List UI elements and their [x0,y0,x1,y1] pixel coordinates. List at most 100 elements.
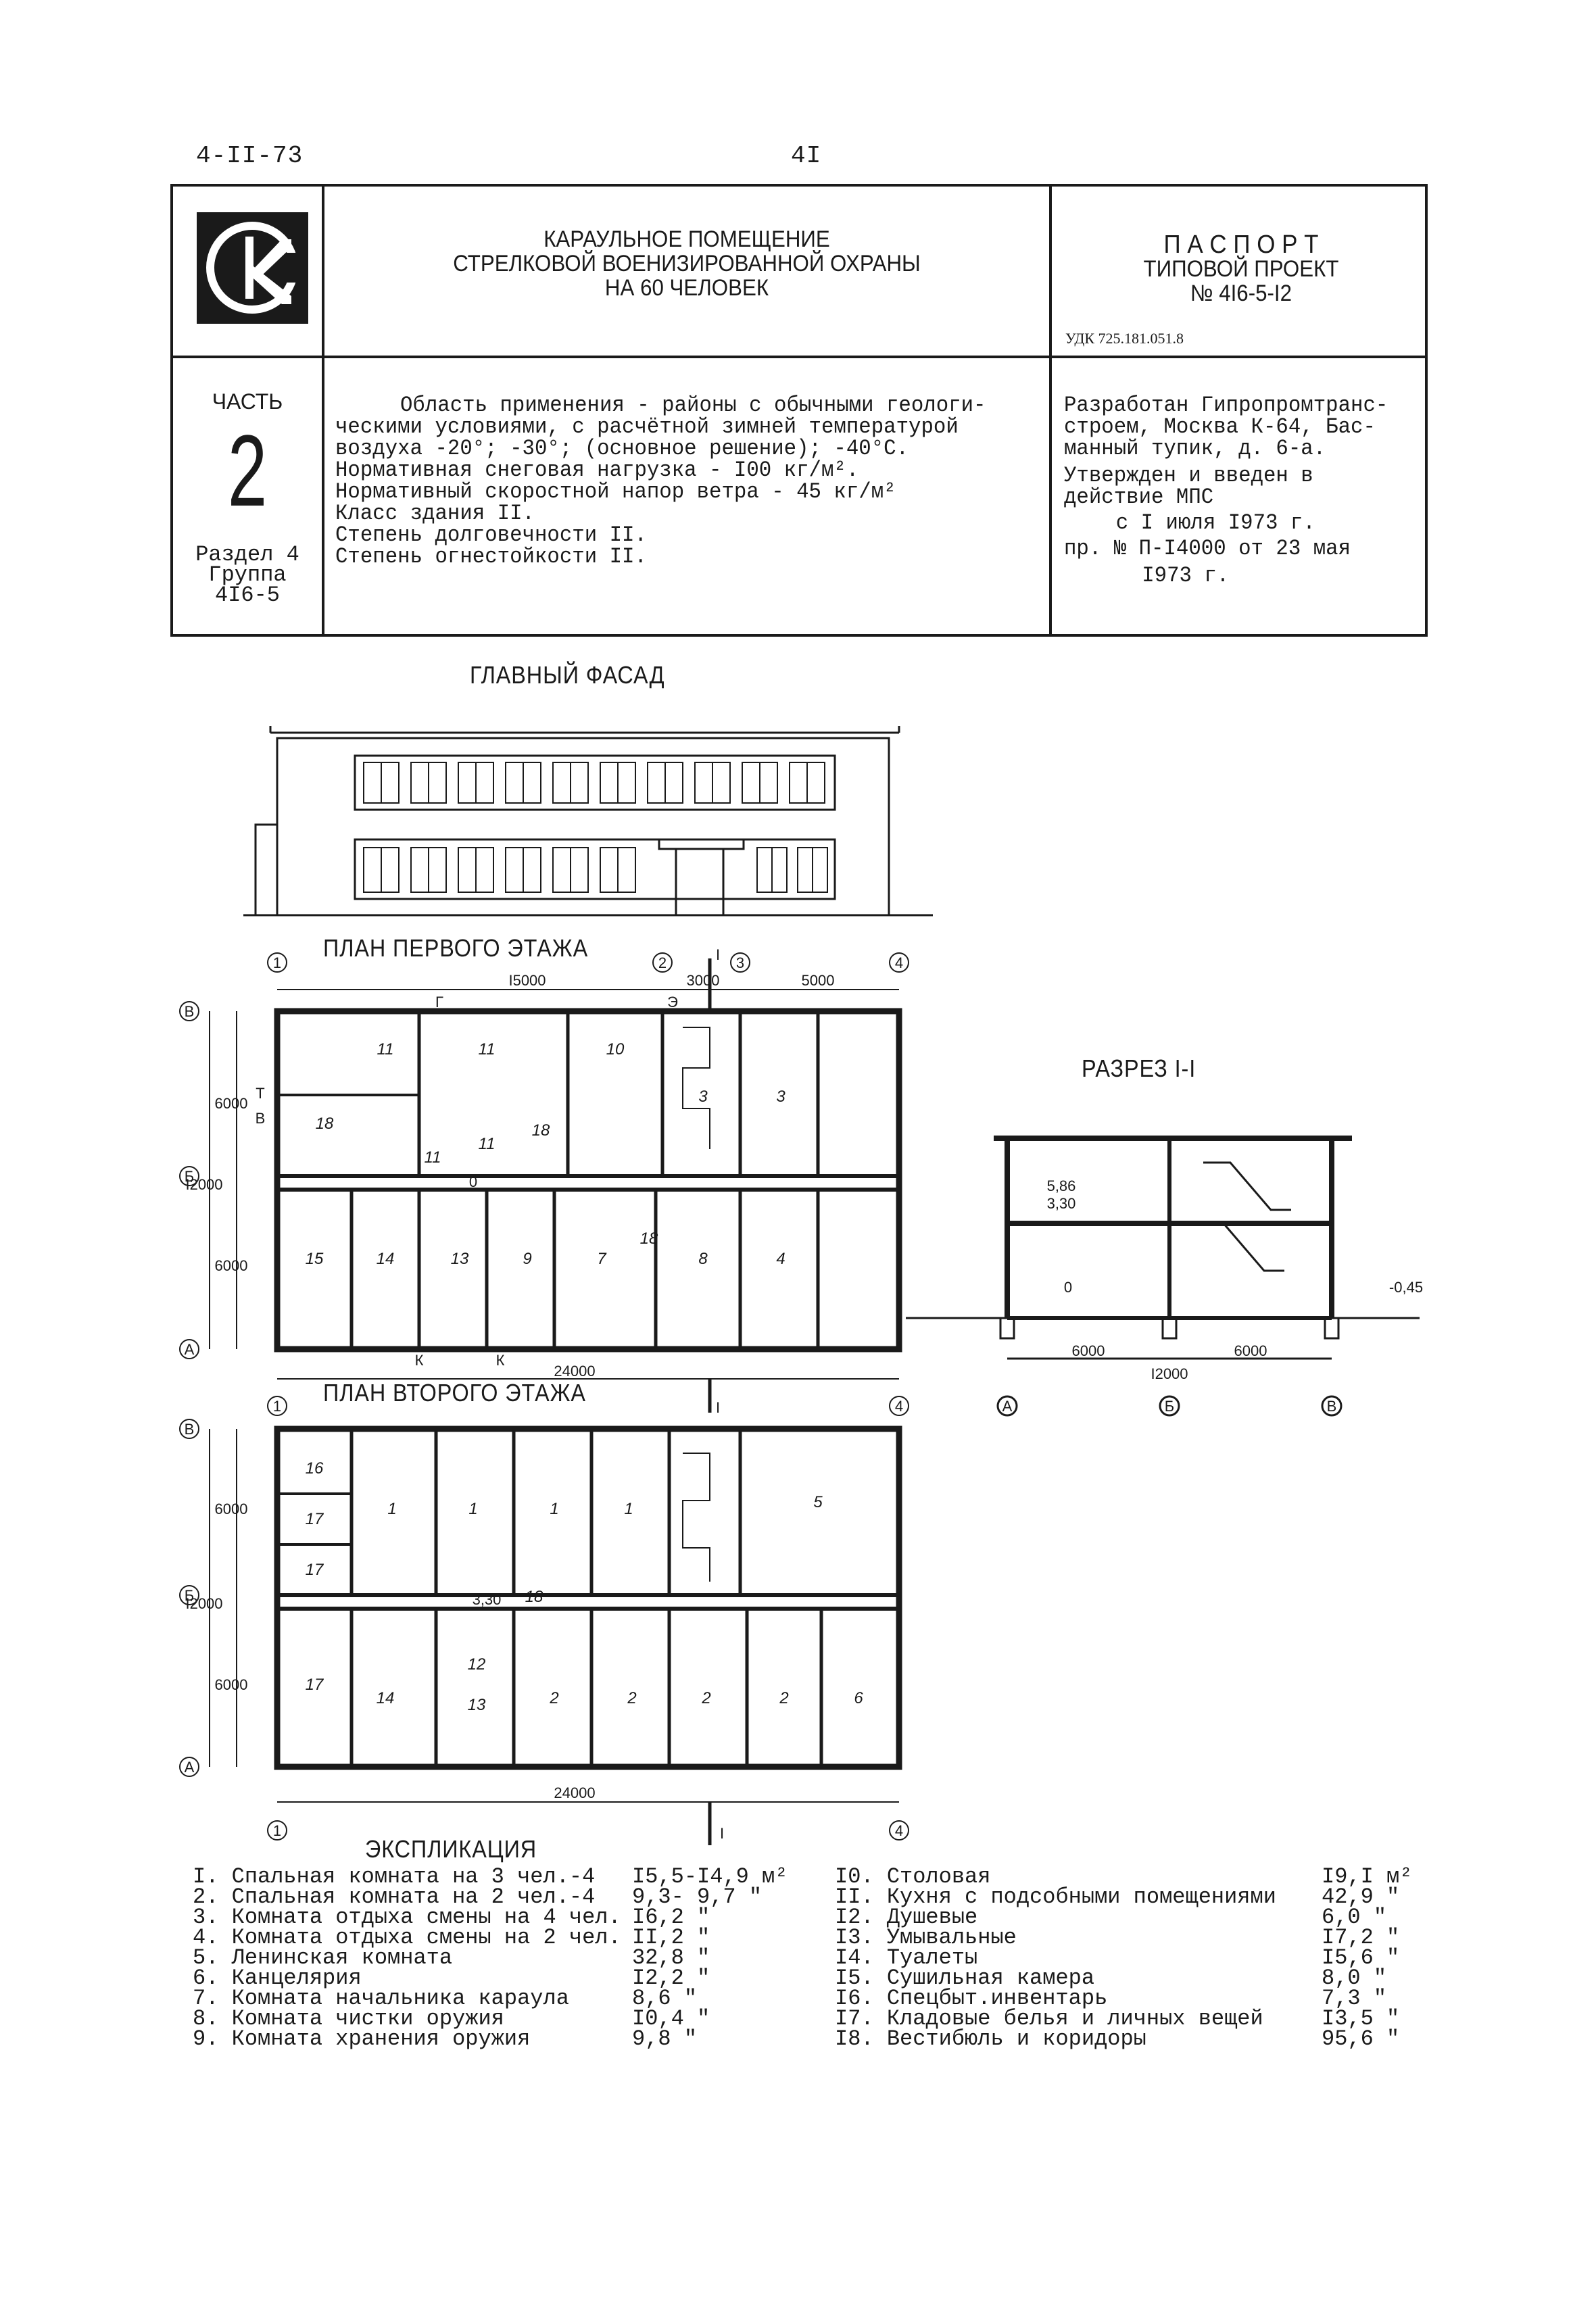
dim-label: 24000 [554,1784,595,1801]
passport-line: П А С П О Р Т [1163,230,1319,259]
room-number: 11 [425,1148,441,1167]
scope-line: Нормативная снеговая нагрузка - I00 кг/м… [335,458,859,483]
dim-label: I2000 [185,1176,222,1193]
part-label: ЧАСТЬ [212,389,283,414]
axis-label: Б [1165,1398,1174,1415]
axis-label: 1 [273,1822,281,1839]
room-area: I2,2 " [632,1966,710,1991]
room-area: I7,2 " [1322,1925,1400,1950]
axis-label: А [1002,1398,1013,1415]
developer-text: Разработан Гипропромтранс- строем, Москв… [1064,395,1414,587]
scope-line: Нормативный скоростной напор ветра - 45 … [335,479,896,504]
plan2-title: ПЛАН ВТОРОГО ЭТАЖА [323,1379,586,1407]
room-number: 18 [316,1115,334,1133]
axis-label: 1 [273,1398,281,1415]
page-number: 4I [791,142,822,170]
room-number: 4 [776,1250,785,1268]
room-name: II. Кухня с подсобными помещениями [835,1884,1276,1909]
room-name: I0. Столовая [835,1864,991,1889]
explication-title: ЭКСПЛИКАЦИЯ [365,1835,537,1863]
level-mark: 5,86 [1047,1177,1076,1194]
dim-label: I2000 [1151,1365,1188,1382]
marker: Э [667,994,678,1010]
axis-label: 4 [895,954,903,971]
room-number: 8 [698,1250,708,1268]
room-name: I2. Душевые [835,1905,978,1930]
dev-line: строем, Москва К-64, Бас- [1064,414,1376,439]
marker: К [415,1352,424,1369]
room-number: 3 [776,1088,785,1106]
dim-label: 5000 [802,972,835,989]
scope-line: ческими условиями, с расчётной зимней те… [335,414,959,439]
logo-emblem [197,212,312,324]
room-area: 95,6 " [1322,2026,1400,2051]
room-area: 32,8 " [632,1945,710,1970]
room-area: 9,8 " [632,2026,698,2051]
section-line: 4I6-5 [214,583,280,608]
explication-right: I0. Столовая I9,I м² II. Кухня с подсобным… [835,1864,1416,2067]
dim-label: 3000 [687,972,720,989]
scope-line: Степень долговечности II. [335,522,647,547]
dev-line: I973 г. [1142,563,1230,588]
room-name: I3. Умывальные [835,1925,1017,1950]
cut-mark: I [720,1825,724,1842]
room-number: 2 [779,1689,788,1707]
project-title: КАРАУЛЬНОЕ ПОМЕЩЕНИЕ СТРЕЛКОВОЙ ВОЕНИЗИР… [357,227,1016,300]
room-number: 12 [468,1655,486,1674]
dim-label: 6000 [215,1501,248,1517]
room-area: 7,3 " [1322,1986,1387,2011]
level-mark: 3,30 [1047,1195,1076,1212]
scope-line: Класс здания II. [335,501,535,526]
room-area: 8,0 " [1322,1966,1387,1991]
room-number: 1 [550,1500,558,1518]
room-number: 3 [698,1088,708,1106]
marker: В [256,1110,266,1127]
room-number: 6 [854,1689,863,1707]
room-number: 1 [387,1500,396,1518]
room-number: 7 [597,1250,607,1268]
room-number: 17 [306,1510,324,1528]
passport-table: КАРАУЛЬНОЕ ПОМЕЩЕНИЕ СТРЕЛКОВОЙ ВОЕНИЗИР… [170,184,1428,637]
room-number: 18 [640,1229,658,1248]
level-mark: 0 [469,1173,477,1190]
room-number: 1 [624,1500,633,1518]
room-number: 18 [525,1588,543,1606]
room-name: I7. Кладовые белья и личных вещей [835,2006,1263,2031]
room-area: 9,3- 9,7 " [632,1884,763,1909]
room-number: 11 [377,1040,394,1058]
room-number: 13 [468,1696,486,1714]
marker: Т [256,1085,264,1102]
room-name: I8. Вестибюль и коридоры [835,2026,1146,2051]
room-name: 2. Спальная комната на 2 чел.-4 [193,1884,596,1909]
room-number: 9 [523,1250,531,1268]
section-group: Раздел 4 Группа 4I6-5 [173,544,322,608]
cut-mark: I [716,1399,720,1416]
section-drawing: 5,86 3,30 0 -0,45 6000 6000 I2000 А Б В [906,1136,1423,1417]
scope-line: воздуха -20°; -30°; (основное решение); … [335,436,909,461]
room-area: I9,I м² [1322,1864,1413,1889]
room-number: 10 [606,1040,625,1058]
room-number: 1 [468,1500,477,1518]
scope-line: Область применения - районы с обычными г… [400,393,986,418]
dim-label: 6000 [215,1676,248,1693]
room-number: 16 [306,1459,324,1478]
dim-label: I5000 [508,972,546,989]
room-number: 17 [306,1561,324,1579]
axis-label: А [185,1759,195,1776]
level-mark: -0,45 [1389,1279,1423,1296]
axis-label: В [185,1421,195,1438]
axis-label: 3 [736,954,744,971]
room-number: 2 [701,1689,710,1707]
passport-line: ТИПОВОЙ ПРОЕКТ [1143,256,1339,282]
marker: Г [435,994,443,1010]
document-code: 4-II-73 [196,142,304,170]
room-name: 3. Комната отдыха смены на 4 чел. [193,1905,621,1930]
axis-label: А [185,1341,195,1358]
room-name: I4. Туалеты [835,1945,978,1970]
passport-block: П А С П О Р Т ТИПОВОЙ ПРОЕКТ № 4I6-5-I2 [1067,230,1415,306]
room-number: 11 [479,1135,495,1153]
room-name: 8. Комната чистки оружия [193,2006,504,2031]
room-area: 8,6 " [632,1986,698,2011]
room-number: 13 [451,1250,469,1268]
